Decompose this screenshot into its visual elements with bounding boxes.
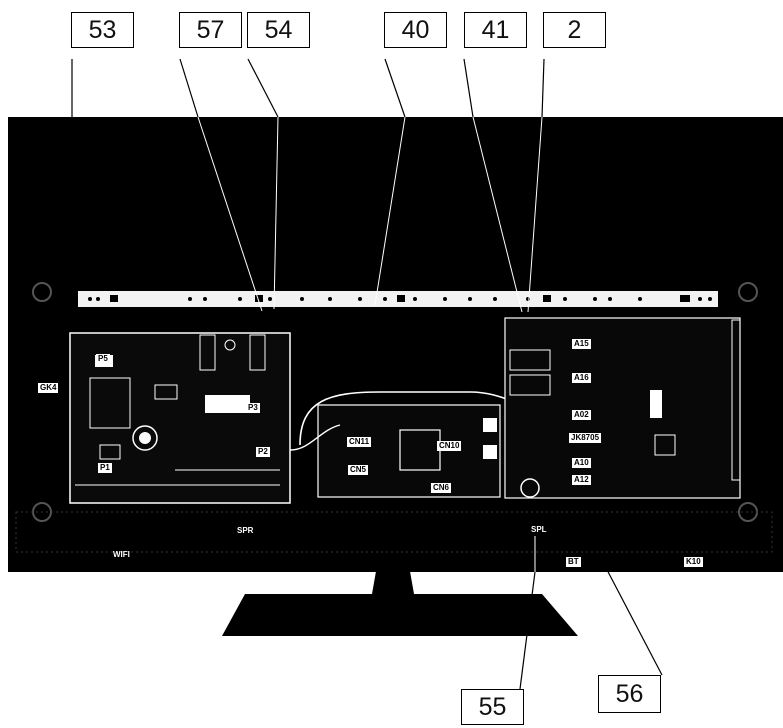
connector-gk4: GK4	[38, 383, 59, 393]
io-board	[504, 317, 741, 499]
connector-p1: P1	[98, 463, 112, 473]
callout-41: 41	[464, 12, 527, 48]
callout-40: 40	[384, 12, 447, 48]
connector-a10: A10	[572, 458, 591, 468]
leader-lines	[71, 58, 663, 690]
connector-spl: SPL	[531, 525, 547, 534]
callout-55: 55	[461, 689, 524, 725]
callout-53: 53	[71, 12, 134, 48]
inner-panel-edge	[15, 511, 773, 553]
connector-cn11: CN11	[347, 437, 372, 447]
main-board	[289, 391, 561, 498]
stand-neck	[372, 560, 414, 594]
connector-p5: P5	[96, 354, 110, 364]
callout-2: 2	[543, 12, 606, 48]
callout-57: 57	[179, 12, 242, 48]
connector-k10: K10	[684, 557, 703, 567]
connector-bt: BT	[566, 557, 581, 567]
leader-56	[604, 565, 663, 676]
stand-base	[222, 594, 578, 636]
led-bar-holes	[88, 295, 712, 302]
connector-a15: A15	[572, 339, 591, 349]
leader-lines-inner	[197, 116, 543, 572]
leader-57	[179, 58, 199, 118]
connector-spr: SPR	[237, 526, 254, 535]
connector-cn5: CN5	[348, 465, 369, 475]
connector-a12: A12	[572, 475, 591, 485]
connector-wifi: WIFI	[113, 550, 130, 559]
callout-54: 54	[247, 12, 310, 48]
leader-54	[247, 58, 279, 118]
connector-cn10: CN10	[437, 441, 462, 451]
leader-2	[541, 58, 545, 118]
connector-p3: P3	[246, 403, 260, 413]
connector-a02: A02	[572, 410, 591, 420]
leader-40	[384, 58, 406, 118]
connector-a16: A16	[572, 373, 591, 383]
connector-cn6: CN6	[431, 483, 452, 493]
connector-jk8705: JK8705	[569, 433, 602, 443]
leader-55	[519, 571, 536, 690]
callout-56: 56	[598, 675, 661, 713]
connector-p2: P2	[256, 447, 270, 457]
leader-41	[463, 58, 474, 118]
